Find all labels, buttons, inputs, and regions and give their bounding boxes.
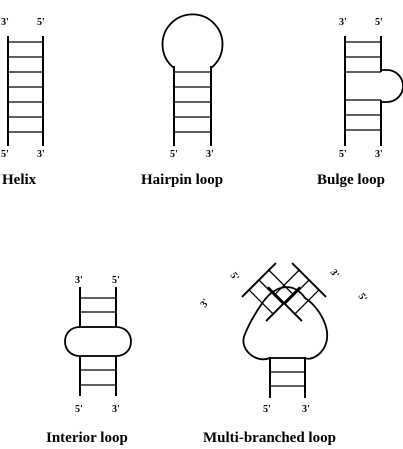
multi-left-arm bbox=[241, 262, 301, 322]
multi-bottom-right-end-label: 3' bbox=[302, 404, 310, 415]
multi-left-arm-outer-end-label: 3' bbox=[198, 297, 212, 310]
interior-bottom-right-end-label: 3' bbox=[112, 404, 120, 415]
helix-bottom-left-end-label: 5' bbox=[1, 149, 9, 160]
helix-top-right-end-label: 5' bbox=[37, 17, 45, 28]
multi-left-arm-inner-end-label: 5' bbox=[228, 270, 242, 283]
hairpin-bottom-left-end-label: 5' bbox=[170, 149, 178, 160]
bulge-loop bbox=[381, 69, 403, 103]
interior-loop bbox=[64, 326, 132, 357]
helix-caption: Helix bbox=[2, 172, 37, 188]
interior-loop-structure: 3' 5' 5' 3' Interior loop bbox=[46, 275, 132, 446]
hairpin-loop-caption: Hairpin loop bbox=[141, 172, 223, 188]
bulge-loop-caption: Bulge loop bbox=[317, 172, 385, 188]
interior-bottom-left-end-label: 5' bbox=[75, 404, 83, 415]
hairpin-loop bbox=[161, 13, 224, 69]
bulge-top-left-end-label: 3' bbox=[339, 17, 347, 28]
bulge-bottom-left-end-label: 5' bbox=[339, 149, 347, 160]
multi-branched-loop-structure: 3' 5' 3' 5' 5' 3' Multi-branched loop bbox=[198, 262, 370, 446]
multi-right-arm-base-pair bbox=[284, 279, 310, 305]
interior-top-left-end-label: 3' bbox=[75, 275, 83, 286]
helix-bottom-right-end-label: 3' bbox=[37, 149, 45, 160]
multi-bottom-left-end-label: 5' bbox=[263, 404, 271, 415]
multi-right-arm-outer-end-label: 5' bbox=[356, 291, 370, 304]
interior-loop-caption: Interior loop bbox=[46, 430, 128, 446]
bulge-bottom-right-end-label: 3' bbox=[375, 149, 383, 160]
multi-left-arm-base-pair bbox=[258, 279, 284, 305]
multi-right-arm bbox=[267, 262, 327, 322]
hairpin-bottom-right-end-label: 3' bbox=[206, 149, 214, 160]
multi-left-arm-base-pair bbox=[248, 289, 274, 315]
helix-top-left-end-label: 3' bbox=[1, 17, 9, 28]
hairpin-loop-structure: 5' 3' Hairpin loop bbox=[141, 13, 224, 188]
bulge-loop-structure: 3' 5' 5' 3' Bulge loop bbox=[317, 17, 403, 188]
interior-top-right-end-label: 5' bbox=[112, 275, 120, 286]
multi-right-arm-inner-end-label: 3' bbox=[328, 267, 342, 280]
helix-structure: 3' 5' 5' 3' Helix bbox=[1, 17, 45, 188]
bulge-top-right-end-label: 5' bbox=[375, 17, 383, 28]
multi-branched-loop-caption: Multi-branched loop bbox=[203, 430, 336, 446]
multi-branched-central-loop bbox=[242, 286, 329, 361]
multi-right-arm-base-pair bbox=[274, 269, 300, 295]
multi-right-arm-base-pair bbox=[294, 289, 320, 315]
multi-left-arm-base-pair bbox=[268, 269, 294, 295]
